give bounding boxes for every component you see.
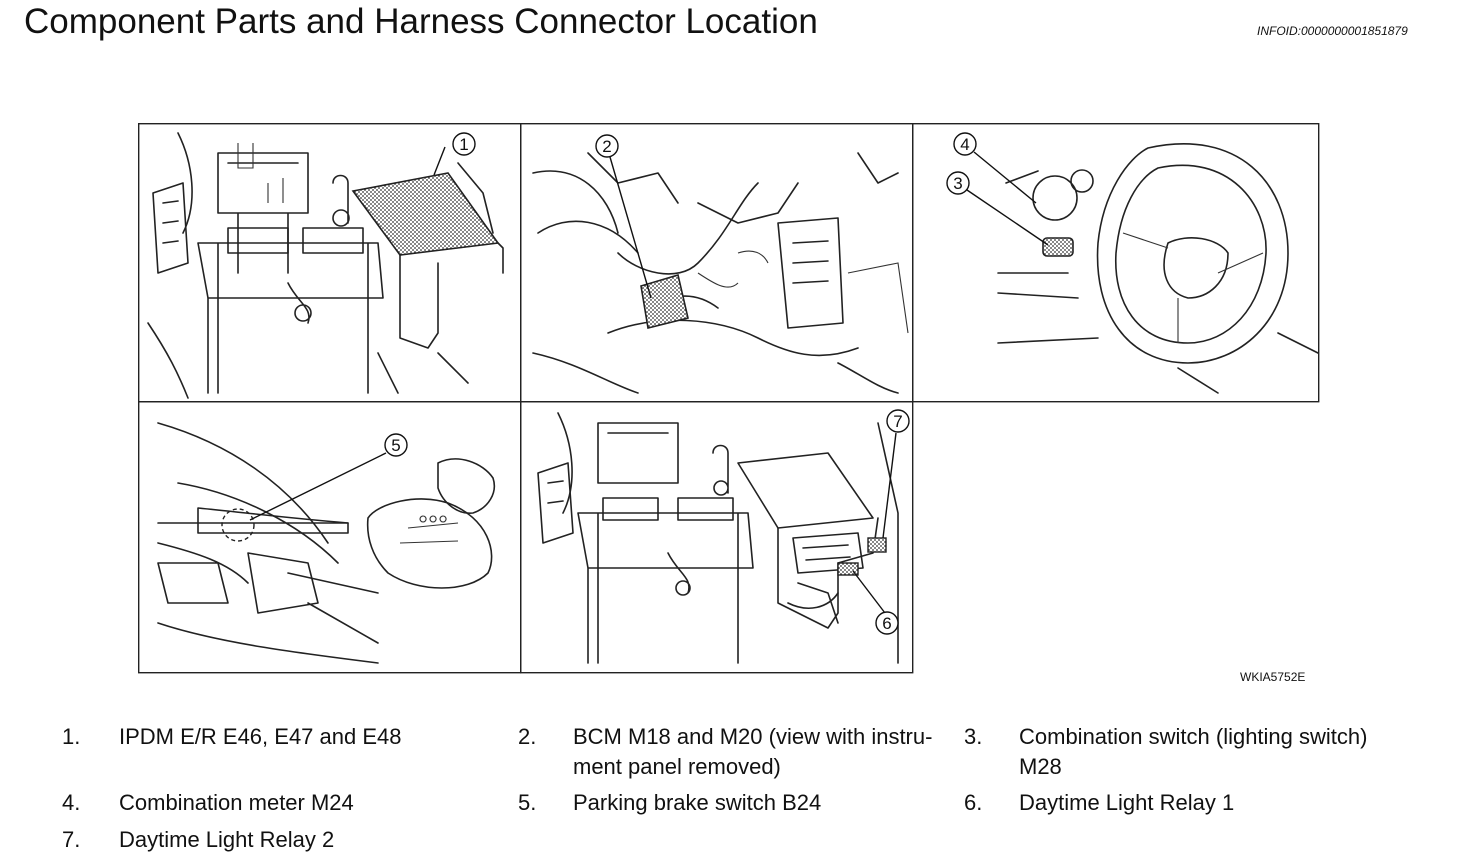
panel-ipdm-engine-room: 1 bbox=[147, 132, 504, 399]
legend-text: IPDM E/R E46, E47 and E48 bbox=[119, 724, 402, 749]
legend-text: BCM M18 and M20 (view with instru- ment … bbox=[573, 724, 933, 779]
legend-number: 6. bbox=[964, 790, 983, 815]
legend-number: 2. bbox=[518, 724, 537, 749]
callout-7: 7 bbox=[886, 409, 910, 433]
callout-7-label: 7 bbox=[893, 412, 902, 431]
panel-frames bbox=[138, 123, 1320, 674]
callout-2: 2 bbox=[595, 134, 619, 158]
callout-6-label: 6 bbox=[882, 614, 891, 633]
legend-number: 3. bbox=[964, 724, 983, 749]
page-title: Component Parts and Harness Connector Lo… bbox=[24, 2, 818, 41]
callout-5-label: 5 bbox=[391, 436, 400, 455]
legend-text: Daytime Light Relay 2 bbox=[119, 827, 335, 852]
callout-6: 6 bbox=[875, 611, 899, 635]
legend-number: 1. bbox=[62, 724, 81, 749]
callout-4-label: 4 bbox=[960, 135, 969, 154]
info-id: INFOID:0000000001851879 bbox=[1257, 24, 1408, 38]
legend: 1. IPDM E/R E46, E47 and E48 2. BCM M18 … bbox=[0, 722, 1472, 858]
callout-1: 1 bbox=[452, 132, 476, 156]
callout-3: 3 bbox=[946, 171, 970, 195]
figure-code: WKIA5752E bbox=[1240, 670, 1306, 684]
callout-2-label: 2 bbox=[602, 137, 611, 156]
panel-parking-brake: 5 bbox=[157, 422, 495, 664]
callout-5: 5 bbox=[384, 433, 408, 457]
legend-text: Combination meter M24 bbox=[119, 790, 354, 815]
panel-bcm: 2 bbox=[532, 134, 909, 394]
legend-text: Combination switch (lighting switch) M28 bbox=[1019, 724, 1368, 779]
panel-relays-engine-room: 7 6 bbox=[537, 409, 910, 664]
component-location-figure: 1 2 bbox=[138, 123, 1320, 674]
callout-1-label: 1 bbox=[459, 135, 468, 154]
legend-text: Parking brake switch B24 bbox=[573, 790, 822, 815]
legend-text: Daytime Light Relay 1 bbox=[1019, 790, 1235, 815]
legend-number: 5. bbox=[518, 790, 537, 815]
callout-3-label: 3 bbox=[953, 174, 962, 193]
figure-illustration: 1 2 bbox=[138, 123, 1320, 674]
panel-steering-column: 4 3 bbox=[946, 132, 1319, 394]
legend-number: 4. bbox=[62, 790, 81, 815]
legend-number: 7. bbox=[62, 827, 81, 852]
callout-4: 4 bbox=[953, 132, 977, 156]
